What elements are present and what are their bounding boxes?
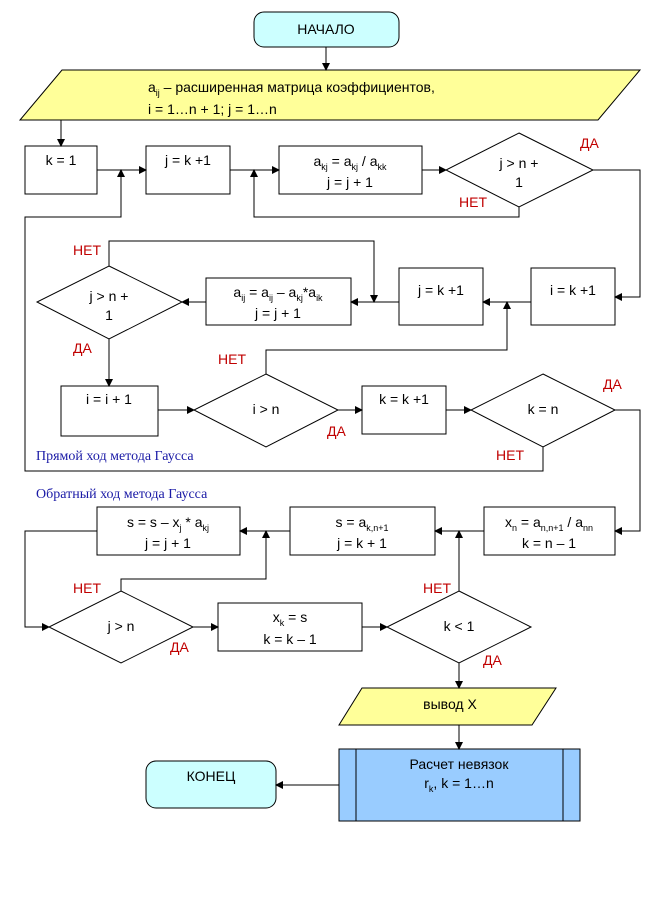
connectors	[24, 47, 641, 789]
svg-text:j > n: j > n	[107, 618, 135, 634]
svg-text:КОНЕЦ: КОНЕЦ	[187, 768, 236, 784]
decision-k-eq-n: k = n	[469, 373, 617, 448]
yes-label-2: ДА	[73, 340, 92, 356]
process-xk: xk = s k = k – 1	[217, 602, 363, 652]
process-j-init-b: j = k +1	[398, 267, 484, 326]
svg-text:j = j + 1: j = j + 1	[254, 305, 301, 321]
process-normalize-row: akj = akj / akk j = j + 1	[278, 145, 423, 195]
svg-text:xk = s: xk = s	[273, 609, 307, 628]
forward-pass-label: Прямой ход метода Гаусса	[36, 449, 194, 464]
start-label: НАЧАЛО	[297, 21, 355, 37]
start-terminal: НАЧАЛО	[253, 11, 400, 48]
svg-text:j = j + 1: j = j + 1	[326, 174, 373, 190]
svg-text:Расчет невязок: Расчет невязок	[410, 756, 510, 772]
decision-j-gt-n1-b: j > n + 1	[35, 265, 184, 340]
svg-text:k = k +1: k = k +1	[379, 391, 429, 407]
svg-text:i > n: i > n	[253, 401, 280, 417]
svg-text:j = k +1: j = k +1	[164, 152, 211, 168]
no-label-4: НЕТ	[496, 447, 524, 463]
no-label-1: НЕТ	[459, 194, 487, 210]
svg-text:s = ak,n+1: s = ak,n+1	[335, 514, 388, 533]
no-label-6: НЕТ	[423, 580, 451, 596]
svg-text:j = j + 1: j = j + 1	[144, 535, 191, 551]
svg-text:вывод X: вывод X	[423, 696, 477, 712]
svg-text:1: 1	[105, 307, 113, 323]
input-matrix: aij – расширенная матрица коэффициентов,…	[18, 69, 642, 121]
no-label-5: НЕТ	[73, 580, 101, 596]
output-x: вывод X	[338, 687, 557, 726]
svg-text:k = n: k = n	[528, 401, 559, 417]
svg-text:j > n +: j > n +	[499, 155, 539, 171]
svg-text:k = k – 1: k = k – 1	[263, 631, 317, 647]
no-label-3: НЕТ	[218, 351, 246, 367]
svg-text:akj = akj / akk: akj = akj / akk	[313, 153, 387, 172]
end-terminal: КОНЕЦ	[145, 760, 277, 809]
process-i-init: i = k +1	[530, 267, 616, 326]
decision-j-gt-n: j > n	[47, 590, 195, 664]
yes-label-4: ДА	[603, 376, 622, 392]
yes-label-3: ДА	[327, 423, 346, 439]
process-eliminate: aij = aij – akj*aik j = j + 1	[205, 277, 352, 326]
decision-k-lt-1: k < 1	[385, 590, 533, 664]
process-s-init: s = ak,n+1 j = k + 1	[289, 506, 436, 556]
svg-text:k = 1: k = 1	[46, 152, 77, 168]
yes-label-1: ДА	[580, 135, 599, 151]
svg-text:j > n +: j > n +	[89, 288, 129, 304]
input-line2: i = 1…n + 1; j = 1…n	[148, 101, 277, 117]
process-residuals: Расчет невязок rk, k = 1…n	[338, 748, 581, 822]
process-i-inc: i = i + 1	[60, 385, 159, 437]
svg-text:k < 1: k < 1	[444, 618, 475, 634]
process-xn: xn = an,n+1 / ann k = n – 1	[483, 506, 616, 556]
svg-text:1: 1	[515, 174, 523, 190]
svg-text:xn = an,n+1 / ann: xn = an,n+1 / ann	[505, 514, 593, 533]
backward-pass-label: Обратный ход метода Гаусса	[36, 487, 208, 502]
decision-i-gt-n: i > n	[192, 373, 340, 448]
process-k-inc: k = k +1	[361, 385, 447, 435]
yes-label-6: ДА	[483, 652, 502, 668]
process-s-update: s = s – xj * akj j = j + 1	[96, 506, 241, 556]
input-line1: aij – расширенная матрица коэффициентов,	[148, 79, 435, 98]
svg-text:j = k + 1: j = k + 1	[336, 535, 387, 551]
svg-text:rk, k = 1…n: rk, k = 1…n	[424, 775, 493, 794]
svg-text:aij = aij – akj*aik: aij = aij – akj*aik	[233, 284, 323, 303]
svg-text:i = i + 1: i = i + 1	[86, 391, 132, 407]
svg-text:k = n – 1: k = n – 1	[522, 535, 576, 551]
process-k-init: k = 1	[24, 145, 98, 195]
svg-text:j = k +1: j = k +1	[417, 282, 464, 298]
yes-label-5: ДА	[170, 639, 189, 655]
svg-text:i = k +1: i = k +1	[550, 282, 596, 298]
no-label-2: НЕТ	[73, 242, 101, 258]
process-j-init: j = k +1	[145, 145, 231, 195]
svg-text:s = s – xj * akj: s = s – xj * akj	[127, 514, 209, 533]
